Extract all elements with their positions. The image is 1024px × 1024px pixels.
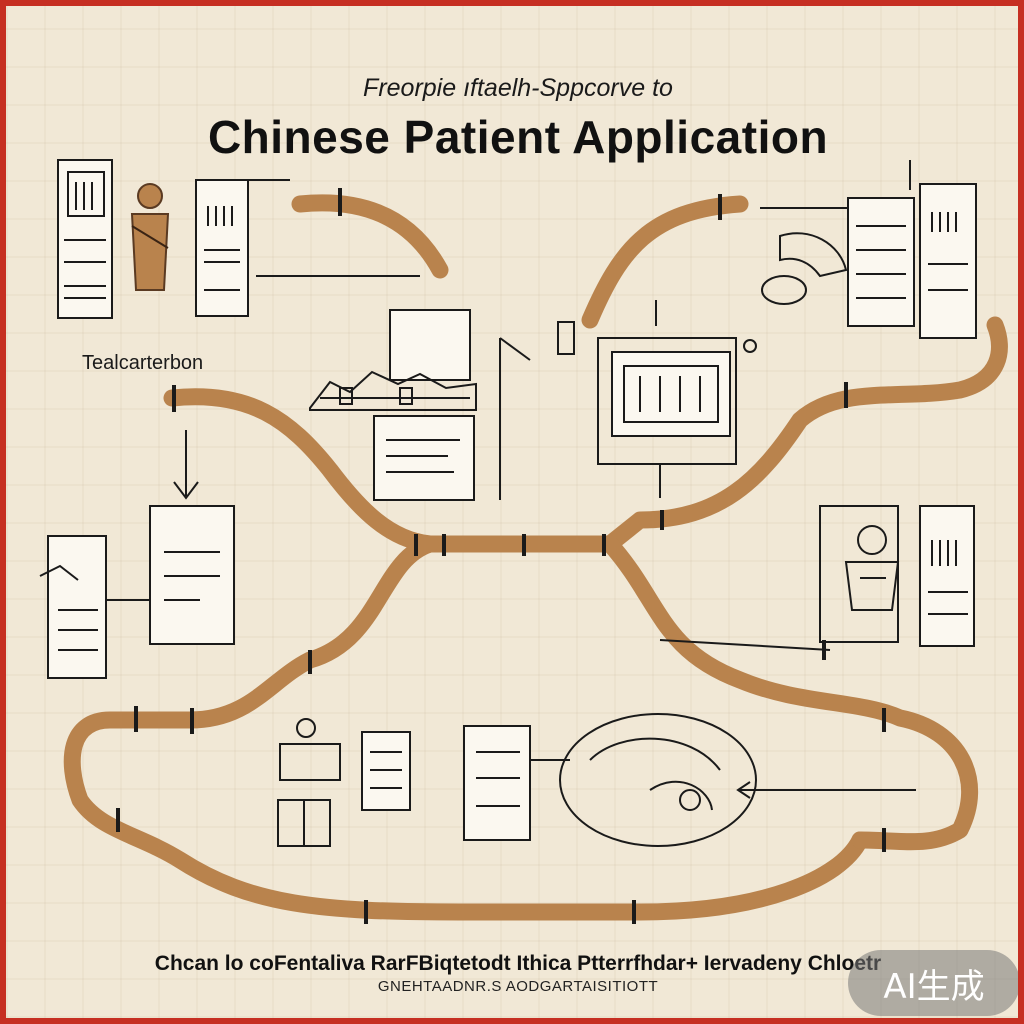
doc-card-center: [373, 415, 475, 501]
flow-diagram: [39, 159, 1008, 924]
pipe-top-left: [291, 194, 449, 279]
diagram-canvas: Freorpie ıftaelh-Sppcorve to Chinese Pat…: [6, 6, 1018, 1018]
doc-card-bottom: [463, 725, 531, 841]
ai-generated-badge: AI生成: [848, 950, 1018, 1016]
screen-panel-center: [611, 351, 731, 437]
patient-figure: [130, 183, 170, 291]
hand-illustration: [761, 232, 848, 305]
pharmacy-cart-illustration: [277, 718, 341, 847]
stethoscope-illustration: [559, 713, 757, 847]
footer-caption-line1: Chcan lo coFentaliva RarFBiqtetodt Ithic…: [154, 952, 882, 975]
doc-card-left-small: [47, 535, 107, 679]
small-icons: [39, 321, 757, 581]
diagram-subtitle: Freorpie ıftaelh-Sppcorve to: [363, 74, 673, 102]
pipe-top-right: [581, 195, 749, 329]
doc-card-center-photo: [389, 309, 471, 381]
medical-device-illustration: [844, 525, 900, 611]
pipe-right-upper: [601, 316, 1008, 553]
diagram-title: Chinese Patient Application: [207, 111, 829, 163]
pipe-left-upper: [163, 388, 439, 553]
doc-card-top-right-b: [919, 183, 977, 339]
doc-card-right-middle: [919, 505, 975, 647]
side-label: Tealcarterbon: [82, 352, 204, 374]
hospital-illustration: [309, 370, 477, 411]
frame-right-middle: [819, 505, 899, 643]
screen-frame-center: [597, 337, 737, 465]
doc-card-top-second: [195, 179, 249, 317]
pipe-right-lower: [601, 535, 979, 851]
footer-caption-line2: GNEHTAADNR.S AODGARTAISITIOTT: [377, 978, 659, 995]
doc-card-top-right-a: [847, 197, 915, 327]
